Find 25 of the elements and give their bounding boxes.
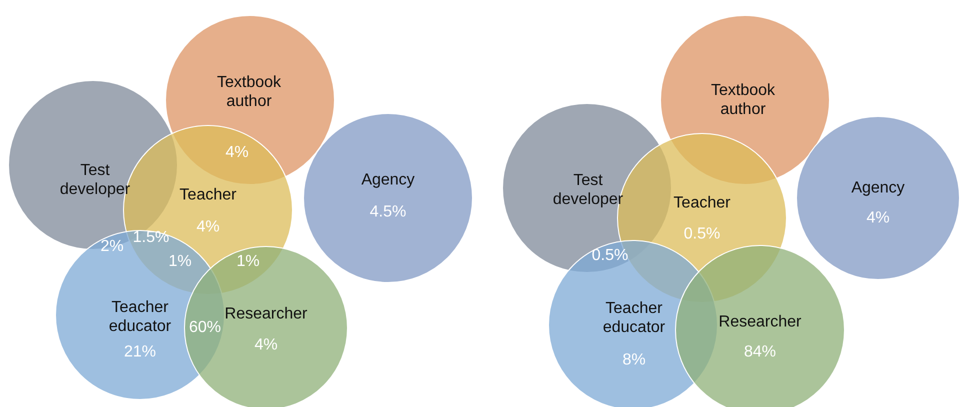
percentage-label: 21% bbox=[124, 342, 156, 362]
overlap-percentage: 0.5% bbox=[592, 247, 628, 265]
overlap-percentage: 4% bbox=[225, 144, 249, 162]
role-label: Researcher bbox=[718, 312, 802, 332]
role-label: Researcher bbox=[224, 304, 308, 324]
percentage-label: 8% bbox=[622, 350, 646, 370]
percentage-label: 84% bbox=[744, 342, 776, 362]
percentage-label: 4% bbox=[254, 335, 278, 355]
role-label: Textbook author bbox=[216, 72, 282, 112]
role-label: Agency bbox=[851, 178, 905, 198]
percentage-label: 0.5% bbox=[684, 224, 720, 244]
percentage-label: 4% bbox=[866, 208, 890, 228]
role-label: Teacher educator bbox=[108, 298, 172, 336]
overlap-percentage: 1% bbox=[168, 253, 192, 271]
role-label: Agency bbox=[361, 170, 415, 190]
overlap-percentage: 1.5% bbox=[132, 229, 170, 247]
role-label: Teacher bbox=[674, 193, 730, 213]
role-label: Teacher educator bbox=[602, 298, 666, 338]
percentage-label: 4% bbox=[196, 217, 220, 237]
percentage-label: 4.5% bbox=[370, 202, 406, 222]
role-label: Textbook author bbox=[710, 80, 776, 120]
role-label: Teacher bbox=[180, 185, 236, 205]
overlap-percentage: 2% bbox=[100, 238, 124, 256]
overlap-percentage: 60% bbox=[188, 319, 222, 337]
overlap-percentage: 1% bbox=[236, 253, 260, 271]
